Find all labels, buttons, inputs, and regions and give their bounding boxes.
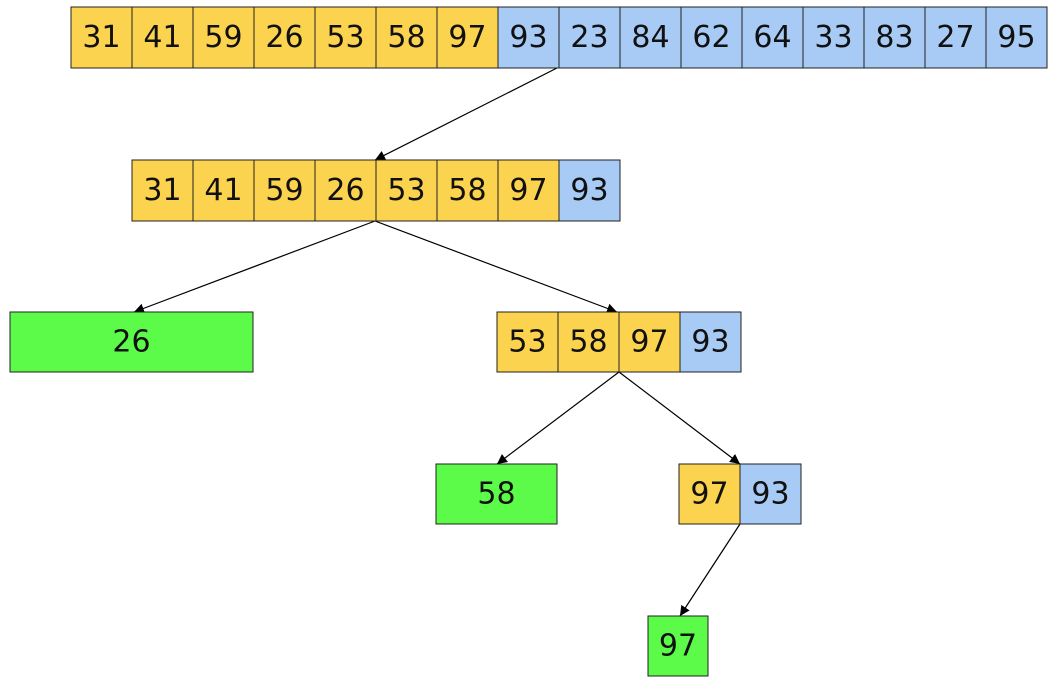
- array-cell: [802, 6, 865, 69]
- array-cell-value: 83: [875, 20, 913, 55]
- array-cell-value: 58: [387, 20, 425, 55]
- array-cell: [678, 463, 741, 525]
- array-cell-value: 23: [570, 20, 608, 55]
- array-cell-value: 31: [82, 20, 120, 55]
- array-cell: [680, 6, 743, 69]
- array-cell-value: 31: [143, 173, 181, 208]
- array-cell-value: 97: [630, 325, 668, 360]
- array-cell-value: 93: [509, 20, 547, 55]
- array-cell-value: 41: [204, 173, 242, 208]
- array-cell: [739, 463, 802, 525]
- array-cell-value: 33: [814, 20, 852, 55]
- array-cell: [985, 6, 1048, 69]
- array-cell-value: 26: [112, 325, 150, 360]
- edges-layer: [133, 67, 741, 617]
- array-cell: [558, 6, 621, 69]
- array-cell: [436, 6, 499, 69]
- array-cell: [192, 159, 255, 222]
- array-cell: [253, 6, 316, 69]
- array-cell-value: 26: [326, 173, 364, 208]
- array-cell-value: 58: [477, 477, 515, 512]
- array-cell-value: 84: [631, 20, 669, 55]
- array-cell-value: 97: [448, 20, 486, 55]
- array-cell: [435, 463, 558, 525]
- nodes-layer: 31 41 59 26 53 58 97 93 23 84 62 64 33 83 27 95 31 41 59 26…: [9, 6, 1048, 677]
- array-cell: [496, 311, 559, 373]
- array-cell-value: 97: [659, 629, 697, 664]
- array-cell-value: 59: [204, 20, 242, 55]
- arrow-level2-to-level3: [618, 371, 741, 465]
- array-cell: [70, 6, 133, 69]
- array-cell: [314, 6, 377, 69]
- array-cell-value: 59: [265, 173, 303, 208]
- array-cell-value: 41: [143, 20, 181, 55]
- array-cell-value: 26: [265, 20, 303, 55]
- array-cell-value: 53: [326, 20, 364, 55]
- array-cell-value: 93: [570, 173, 608, 208]
- array-cell: [9, 311, 254, 373]
- array-cell: [557, 311, 620, 373]
- arrow-root-to-level1: [374, 67, 558, 161]
- array-cell-value: 53: [387, 173, 425, 208]
- array-cell-value: 58: [448, 173, 486, 208]
- array-node-level2: 53 58 97 93: [496, 311, 742, 373]
- array-cell-value: 53: [508, 325, 546, 360]
- array-cell: [497, 6, 560, 69]
- array-cell: [131, 159, 194, 222]
- array-cell: [375, 159, 438, 222]
- array-cell: [497, 159, 560, 222]
- array-cell: [647, 615, 709, 677]
- array-node-root: 31 41 59 26 53 58 97 93 23 84 62 64 33 83 27 95: [70, 6, 1048, 69]
- array-node-level3: 97 93: [678, 463, 802, 525]
- array-cell-value: 97: [690, 477, 728, 512]
- array-cell-value: 27: [936, 20, 974, 55]
- array-cell-value: 93: [691, 325, 729, 360]
- array-cell-value: 58: [569, 325, 607, 360]
- array-cell: [863, 6, 926, 69]
- arrow-level2-to-leaf-58: [496, 371, 620, 465]
- array-cell: [741, 6, 804, 69]
- array-node-leaf-97: 97: [647, 615, 709, 677]
- array-node-leaf-58: 58: [435, 463, 558, 525]
- array-cell: [619, 6, 682, 69]
- array-cell-value: 93: [751, 477, 789, 512]
- array-cell-value: 62: [692, 20, 730, 55]
- array-cell-value: 97: [509, 173, 547, 208]
- array-node-level1: 31 41 59 26 53 58 97 93: [131, 159, 621, 222]
- arrow-level1-to-leaf-26: [133, 220, 376, 314]
- arrow-level3-to-leaf-97: [679, 523, 741, 617]
- array-cell-value: 64: [753, 20, 791, 55]
- arrow-level1-to-level2: [374, 220, 618, 314]
- array-cell: [558, 159, 621, 222]
- array-cell: [375, 6, 438, 69]
- array-cell-value: 95: [997, 20, 1035, 55]
- array-cell: [679, 311, 742, 373]
- array-node-leaf-26: 26: [9, 311, 254, 373]
- array-cell: [618, 311, 681, 373]
